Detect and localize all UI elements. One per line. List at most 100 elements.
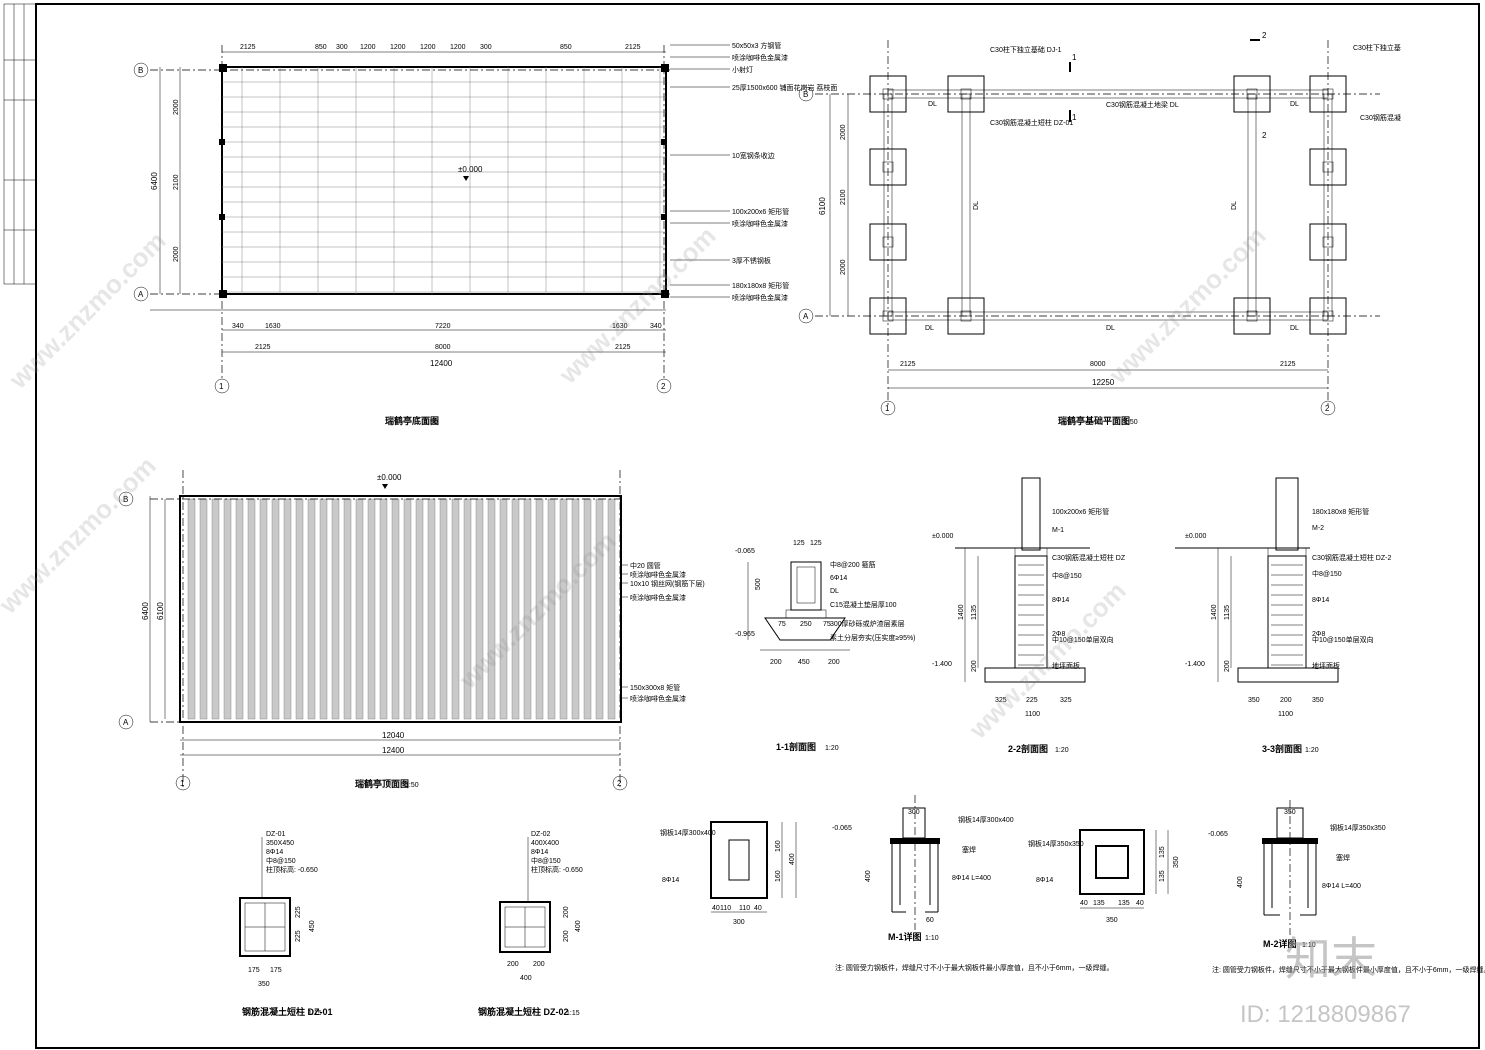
section-dim: 200	[971, 660, 978, 672]
base-plan-note: 小射灯	[732, 65, 753, 74]
louver	[571, 498, 580, 720]
column-spec: 8Φ14	[531, 849, 548, 856]
louver	[307, 498, 316, 720]
sec2-scale: 1:20	[1055, 747, 1069, 754]
watermark-layer: www.znzmo.com www.znzmo.com www.znzmo.co…	[0, 221, 1411, 1028]
louver	[271, 498, 280, 720]
base-plan-note: 喷涂咖啡色金属漆	[732, 219, 788, 228]
louver	[211, 498, 220, 720]
section-dim: 350	[1312, 697, 1324, 704]
footing-outline	[869, 75, 907, 113]
m2-plate-label: 钢板14厚350x350	[1028, 839, 1084, 848]
roof-level: ±0.000	[377, 473, 402, 482]
section-3-note: 中8@150	[1312, 569, 1342, 578]
louver	[199, 498, 208, 720]
louver	[223, 498, 232, 720]
roof-left-dim-1: 6400	[141, 602, 150, 620]
m2-scale: 1:10	[1302, 942, 1316, 949]
section-1-dim: 450	[798, 659, 810, 666]
louver	[355, 498, 364, 720]
base-plan-bottom-dim: 340	[232, 323, 244, 330]
section-2-note: C30钢筋混凝土短柱 DZ	[1052, 553, 1126, 562]
watermark-text-3: www.znzmo.com	[1102, 221, 1271, 390]
base-plan-note: 喷涂咖啡色金属漆	[732, 53, 788, 62]
section-dim: 200	[1280, 697, 1292, 704]
m1-dim: 160	[775, 870, 782, 882]
m2-weld: 塞焊	[1336, 853, 1350, 862]
louver	[427, 498, 436, 720]
base-plan-note: 180x180x8 矩形管	[732, 281, 789, 290]
base-plan-bottom-dim: 1630	[265, 323, 281, 330]
roof-note: 10x10 钢丝网(钢筋下层)	[630, 579, 705, 588]
sec3-scale: 1:20	[1305, 747, 1319, 754]
column-spec: 中8@150	[266, 856, 296, 865]
sec1-title: 1-1剖面图	[776, 741, 816, 752]
dz01-dim: 350	[258, 981, 270, 988]
base-plan-top-dim: 2125	[625, 44, 641, 51]
louver	[487, 498, 496, 720]
footing-outline	[869, 223, 907, 261]
section-1-1: -0.065 -0.965 中8@200 箍筋6Φ14DLC15混凝土垫层厚10…	[735, 540, 916, 752]
section-dim: 1400	[1211, 604, 1218, 620]
foundation-note-5: C30钢筋混凝	[1360, 113, 1401, 122]
m2-dim: 350	[1106, 917, 1118, 924]
beam-label: DL	[1290, 101, 1299, 108]
base-plan-bottom-dim: 2125	[255, 344, 271, 351]
footing-outline	[947, 75, 985, 113]
louver	[607, 498, 616, 720]
footing-column	[960, 310, 972, 322]
foundation-note-3: C30钢筋混凝土地梁 DL	[1106, 100, 1179, 109]
base-plan-left-overall: 6400	[150, 172, 159, 190]
section-1-dim: 75	[823, 621, 831, 628]
dz02-dim: 200	[563, 906, 570, 918]
section-2-note: 地坪面板	[1052, 661, 1080, 670]
foundation-left-dim: 2000	[840, 124, 847, 140]
foundation-left-dim: 2000	[840, 259, 847, 275]
base-plan-top-dim: 850	[315, 44, 327, 51]
section-dim: 325	[995, 697, 1007, 704]
dz01-title: 钢筋混凝土短柱 DZ-01	[242, 1006, 333, 1017]
foundation-overall: 12250	[1092, 378, 1115, 387]
louver	[415, 498, 424, 720]
m2-bars-label: 8Φ14	[1036, 877, 1053, 884]
dz01-dim: 450	[309, 920, 316, 932]
louver	[283, 498, 292, 720]
base-plan-bottom-dim: 2125	[615, 344, 631, 351]
footing-column	[882, 161, 894, 173]
m2-dim: 135	[1159, 870, 1166, 882]
section-2-2: ±0.000 -1.400 100x200x6 矩形管M-1C30钢筋混凝土短柱…	[932, 477, 1126, 754]
louver	[259, 498, 268, 720]
section-1-dim: 75	[778, 621, 786, 628]
louver	[367, 498, 376, 720]
sec3-title: 3-3剖面图	[1262, 743, 1302, 754]
roof-dim-inner: 12040	[382, 731, 405, 740]
section-dim: 1100	[1025, 711, 1040, 718]
base-plan-top-dim: 850	[560, 44, 572, 51]
foundation-bottom-dim: 2125	[1280, 361, 1296, 368]
m1-note: 注: 圆管受力钢板件，焊缝尺寸不小于最大钢板件最小厚度值，且不小于6mm，一级焊…	[835, 963, 1113, 972]
louver	[499, 498, 508, 720]
louver	[463, 498, 472, 720]
footing-column	[1322, 310, 1334, 322]
m1-detail-plate: 钢板14厚300x400	[958, 815, 1014, 824]
base-plan-left-dim: 2000	[173, 246, 180, 262]
louver	[511, 498, 520, 720]
m2-dim: 350	[1173, 856, 1180, 868]
dz02-dim: 400	[520, 975, 532, 982]
section-2-note: 中10@150单层双向	[1052, 635, 1114, 644]
axis-label-1: 1	[219, 382, 224, 391]
sec1-level-1: -0.065	[735, 548, 755, 555]
roof-left-dim-2: 6100	[156, 602, 165, 620]
axis-bubble-a	[133, 286, 149, 302]
section-2-note: 8Φ14	[1052, 597, 1069, 604]
